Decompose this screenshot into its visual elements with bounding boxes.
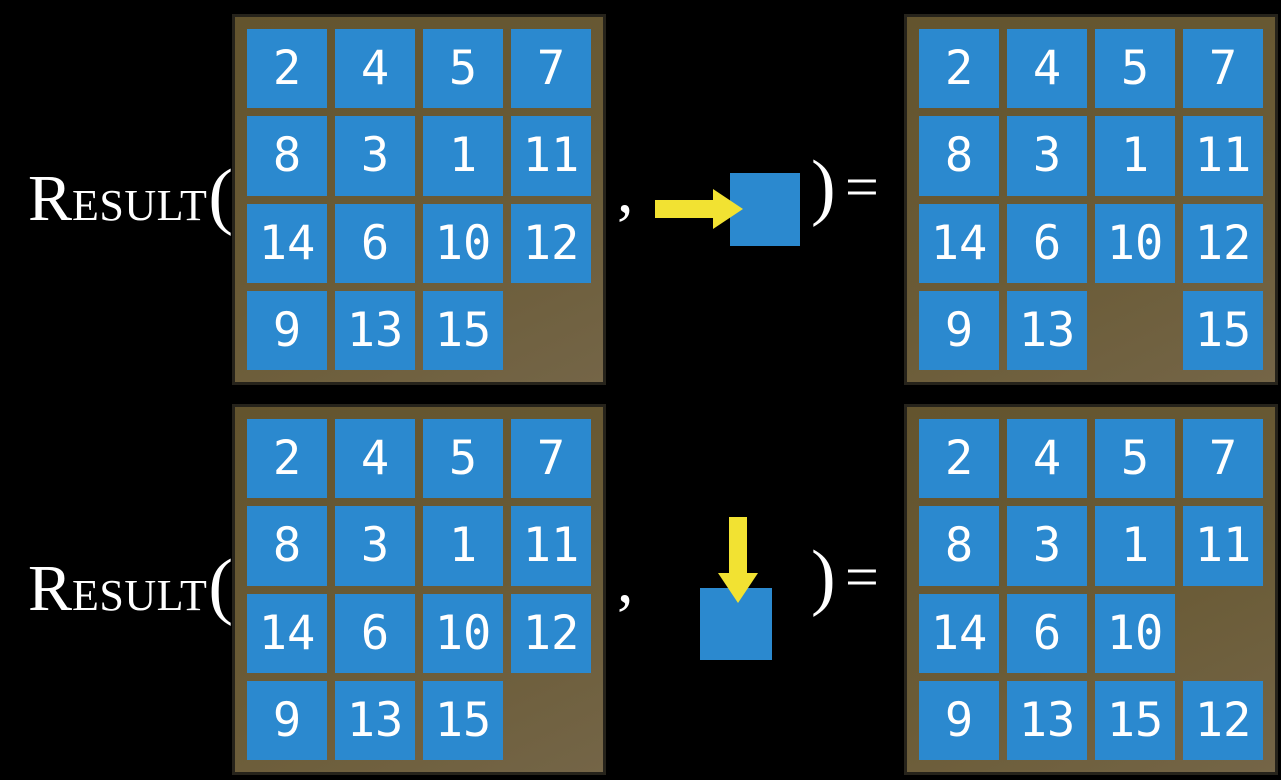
puzzle-tile: 3 [335, 116, 415, 196]
puzzle-tile: 12 [511, 593, 591, 673]
puzzle-tile: 14 [247, 593, 327, 673]
puzzle-tile: 6 [1007, 203, 1087, 283]
puzzle-tile: 6 [335, 593, 415, 673]
puzzle-tile: 5 [423, 419, 503, 499]
puzzle-tile: 3 [1007, 116, 1087, 196]
puzzle-tile: 11 [1183, 506, 1263, 586]
puzzle-tile: 15 [423, 680, 503, 760]
result-function-label: RESULT( [28, 159, 233, 233]
puzzle-tile: 1 [423, 506, 503, 586]
puzzle-tile: 4 [1007, 29, 1087, 109]
result-label-smallcaps: ESULT [72, 571, 208, 620]
puzzle-tile: 14 [919, 593, 999, 673]
move-right-arrow-icon [655, 189, 743, 229]
puzzle-tile: 15 [1095, 680, 1175, 760]
puzzle-tile: 14 [919, 203, 999, 283]
puzzle-tile: 2 [247, 419, 327, 499]
equals-sign: = [845, 544, 879, 610]
puzzle-tile: 13 [335, 290, 415, 370]
move-action [655, 173, 800, 246]
close-paren: ) [811, 536, 836, 618]
puzzle-tile: 10 [1095, 203, 1175, 283]
puzzle-tile: 2 [919, 419, 999, 499]
empty-cell [1183, 594, 1263, 673]
puzzle-tile: 12 [1183, 680, 1263, 760]
puzzle-tile: 9 [919, 290, 999, 370]
puzzle-tile: 15 [423, 290, 503, 370]
puzzle-tile: 6 [1007, 593, 1087, 673]
puzzle-tile: 1 [423, 116, 503, 196]
puzzle-tile: 15 [1183, 290, 1263, 370]
result-function-label: RESULT( [28, 549, 233, 623]
puzzle-tile: 13 [335, 680, 415, 760]
close-paren: ) [811, 146, 836, 228]
puzzle-tile: 11 [1183, 116, 1263, 196]
puzzle-tile: 8 [919, 506, 999, 586]
puzzle-tile: 12 [1183, 203, 1263, 283]
result-label-initial: R [28, 162, 73, 235]
puzzle-tile: 11 [511, 116, 591, 196]
puzzle-tile: 1 [1095, 506, 1175, 586]
puzzle-tile: 6 [335, 203, 415, 283]
puzzle-tile: 1 [1095, 116, 1175, 196]
puzzle-tile: 9 [247, 680, 327, 760]
puzzle-tile: 4 [1007, 419, 1087, 499]
puzzle-tile: 7 [1183, 419, 1263, 499]
result-label-initial: R [28, 552, 73, 625]
puzzle-tile: 14 [247, 203, 327, 283]
puzzle-tile: 7 [511, 419, 591, 499]
puzzle-tile: 2 [247, 29, 327, 109]
puzzle-tile: 9 [247, 290, 327, 370]
move-action [0, 390, 1281, 780]
puzzle-tile: 4 [335, 419, 415, 499]
puzzle-tile: 5 [423, 29, 503, 109]
open-paren: ( [208, 545, 234, 627]
puzzle-tile: 5 [1095, 419, 1175, 499]
puzzle-tile: 8 [247, 506, 327, 586]
puzzle-tile: 7 [511, 29, 591, 109]
puzzle-tile: 13 [1007, 680, 1087, 760]
open-paren: ( [208, 155, 234, 237]
puzzle-tile: 3 [1007, 506, 1087, 586]
equals-sign: = [845, 154, 879, 220]
puzzle-tile: 11 [511, 506, 591, 586]
puzzle-tile: 7 [1183, 29, 1263, 109]
puzzle-tile: 10 [423, 593, 503, 673]
comma-separator: , [617, 154, 634, 227]
puzzle-tile: 4 [335, 29, 415, 109]
puzzle-tile: 2 [919, 29, 999, 109]
puzzle-tile: 10 [423, 203, 503, 283]
puzzle-tile: 13 [1007, 290, 1087, 370]
puzzle-tile: 8 [919, 116, 999, 196]
result-label-smallcaps: ESULT [72, 181, 208, 230]
puzzle-tile: 8 [247, 116, 327, 196]
comma-separator: , [617, 544, 634, 617]
puzzle-tile: 3 [335, 506, 415, 586]
puzzle-tile: 9 [919, 680, 999, 760]
move-down-arrow-icon [718, 517, 758, 603]
empty-cell [1095, 291, 1175, 370]
puzzle-tile: 5 [1095, 29, 1175, 109]
puzzle-tile: 10 [1095, 593, 1175, 673]
puzzle-tile: 12 [511, 203, 591, 283]
